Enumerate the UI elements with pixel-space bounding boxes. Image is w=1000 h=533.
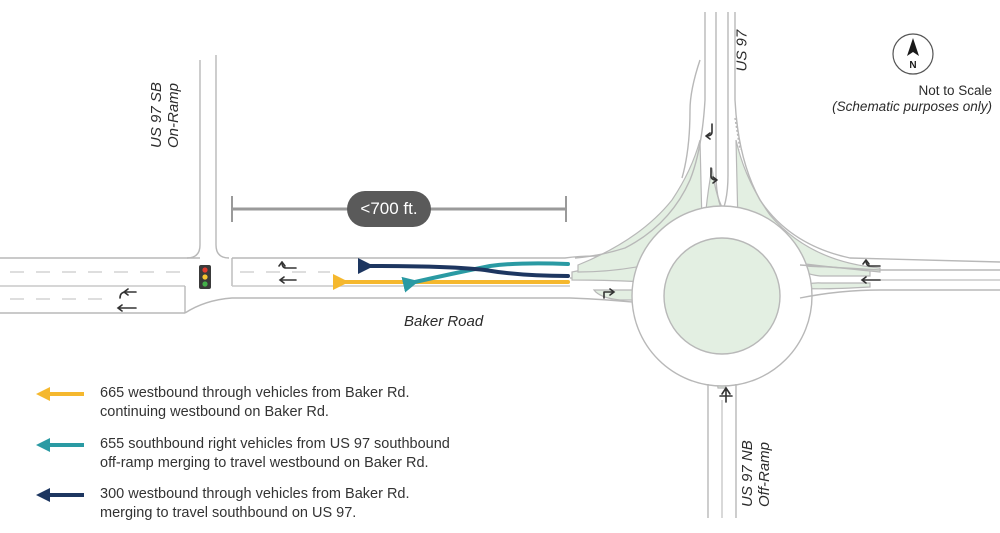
us97-sb-onramp-label-line2: On-Ramp (165, 82, 182, 148)
scale-note-line2: (Schematic purposes only) (832, 99, 992, 114)
scale-note: Not to Scale (Schematic purposes only) (832, 83, 992, 115)
us97-nb-offramp-label-line2: Off-Ramp (756, 441, 773, 507)
us97-sb-onramp-label: US 97 SB On-Ramp (148, 64, 184, 148)
legend-line1: 300 westbound through vehicles from Bake… (100, 486, 410, 502)
legend-text: 665 westbound through vehicles from Bake… (100, 384, 410, 422)
legend-arrow-icon (36, 387, 84, 401)
baker-road-label: Baker Road (404, 313, 484, 330)
legend-text: 655 southbound right vehicles from US 97… (100, 435, 450, 473)
through-arrow-icon (116, 304, 137, 312)
traffic-signal-icon (199, 265, 211, 289)
baker-road-west (0, 257, 200, 314)
left-turn-arrow-icon (862, 259, 881, 267)
multi-direction-arrow-icon (719, 386, 733, 403)
right-turn-arrow-icon (603, 288, 616, 299)
through-arrow-icon (278, 276, 297, 284)
legend-line2: merging to travel southbound on US 97. (100, 505, 357, 521)
movement-arrows (333, 257, 570, 293)
legend-arrow-icon (36, 438, 84, 452)
movement-sb-right-arrow (401, 261, 570, 293)
us97-sb-onramp-label-line1: US 97 SB (148, 82, 165, 148)
lane-arrows (116, 123, 881, 403)
us97-nb-offramp-label-line1: US 97 NB (739, 440, 756, 507)
us97-nb-offramp-label: US 97 NB Off-Ramp (739, 417, 775, 507)
us97-north-legs (574, 12, 1000, 263)
lane-dashes-west (10, 271, 180, 300)
turn-arrow-icon (705, 123, 713, 140)
legend-item: 665 westbound through vehicles from Bake… (34, 384, 594, 424)
north-arrow-icon: N (892, 33, 934, 75)
baker-road-far-east (799, 264, 1000, 299)
turn-arrow-icon (710, 167, 718, 184)
legend-line2: continuing westbound on Baker Rd. (100, 404, 329, 420)
legend-item: 655 southbound right vehicles from US 97… (34, 435, 594, 475)
scale-note-line1: Not to Scale (918, 83, 992, 98)
roundabout (631, 205, 813, 387)
distance-label: <700 ft. (347, 191, 431, 227)
us97-sb-onramp (186, 55, 230, 259)
movement-wb-to-sb-arrow (357, 257, 570, 278)
legend-arrow-icon (36, 488, 84, 502)
through-arrow-icon (860, 276, 881, 284)
north-letter: N (909, 60, 916, 71)
legend-line2: off-ramp merging to travel westbound on … (100, 455, 429, 471)
legend-text: 300 westbound through vehicles from Bake… (100, 485, 410, 523)
us97-label: US 97 (733, 29, 751, 72)
left-turn-arrow-icon (119, 291, 137, 299)
legend-item: 300 westbound through vehicles from Bake… (34, 485, 594, 525)
legend-line1: 665 westbound through vehicles from Bake… (100, 385, 410, 401)
us97-nb-offramp-legs (707, 384, 737, 518)
legend-line1: 655 southbound right vehicles from US 97… (100, 436, 450, 452)
